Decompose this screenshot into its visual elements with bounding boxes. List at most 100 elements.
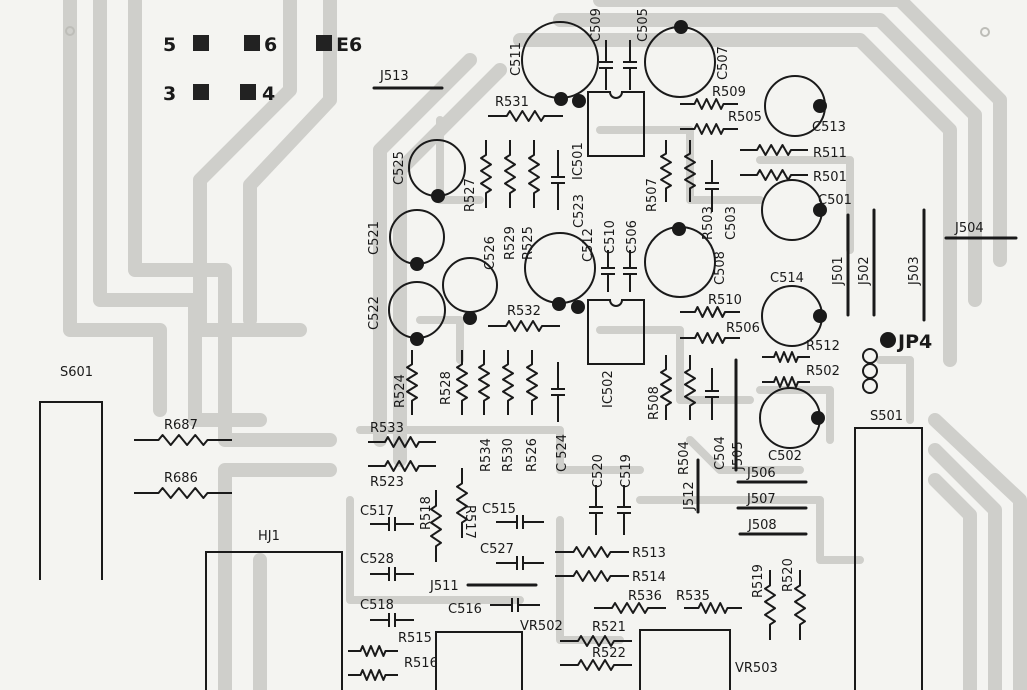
ceramic-cap-c505 [623, 40, 637, 90]
label-j505: J505 [731, 441, 746, 471]
pad-label-5: 5 [163, 34, 176, 56]
label-j501: J501 [831, 256, 846, 286]
trace [513, 33, 957, 367]
ceramic-cap-c506 [623, 250, 637, 292]
trace [596, 326, 754, 404]
polarity-dot [463, 311, 477, 325]
label-c520: C520 [591, 454, 606, 488]
resistor-r502 [762, 376, 810, 388]
pad-label-6: 6 [264, 34, 277, 56]
label-j502: J502 [857, 256, 872, 286]
label-r508: R508 [647, 386, 662, 420]
label-r523: R523 [370, 475, 404, 490]
polarity-dot [674, 20, 688, 34]
label-r533: R533 [370, 421, 404, 436]
mounting-holes [65, 26, 990, 37]
label-c523: C523 [572, 194, 587, 228]
label-r526: R526 [525, 438, 540, 472]
trace [346, 496, 524, 604]
trace [928, 443, 1002, 690]
pad-label-3: 3 [163, 83, 176, 105]
label-r534: R534 [479, 438, 494, 472]
label-r522: R522 [592, 646, 626, 661]
trace [373, 53, 477, 447]
ceramic-cap-c520 [589, 485, 603, 535]
ceramic-cap-c528 [370, 567, 414, 581]
ceramic-cap-c516 [490, 598, 540, 612]
resistor-r527 [480, 140, 492, 208]
label-r525: R525 [521, 226, 536, 260]
label-j513: J513 [379, 69, 409, 84]
label-c525: C525 [392, 151, 407, 185]
jp4-pad [880, 332, 896, 348]
polarity-dot [552, 297, 566, 311]
ceramic-cap-c523 [551, 150, 565, 210]
label-j511: J511 [429, 579, 459, 594]
s601-outline [39, 401, 103, 580]
label-r519: R519 [751, 564, 766, 598]
resistor-symbols [134, 98, 810, 681]
label-c513: C513 [812, 120, 846, 135]
vr502-outline [435, 631, 523, 690]
label-r531: R531 [495, 95, 529, 110]
resistor-r687 [134, 434, 232, 446]
polarity-dot [672, 222, 686, 236]
label-vr503: VR503 [735, 661, 778, 676]
pad-markers [193, 35, 332, 100]
resistor-r519 [764, 570, 776, 640]
resistor-r517 [456, 468, 468, 538]
ic501-outline [587, 91, 645, 157]
ceramic-cap-c509 [599, 40, 613, 90]
pad-square [316, 35, 332, 51]
s501-outline [854, 427, 923, 690]
label-c519: C519 [619, 454, 634, 488]
resistor-r686 [134, 487, 232, 499]
label-c503: C503 [724, 206, 739, 240]
label-jp4: JP4 [896, 331, 932, 353]
ic502-outline [587, 299, 645, 365]
label-r536: R536 [628, 589, 662, 604]
resistor-r515 [348, 645, 398, 657]
trace [756, 156, 854, 254]
label-r524: R524 [393, 374, 408, 408]
label-c514: C514 [770, 271, 804, 286]
label-c501: C501 [818, 193, 852, 208]
ceramic-cap-c504 [705, 368, 719, 420]
trace [928, 473, 977, 690]
ceramic-cap-c510 [601, 250, 615, 292]
trace [596, 126, 764, 204]
label-r520: R520 [781, 558, 796, 592]
trace [393, 63, 507, 467]
label-c512: C512 [581, 228, 596, 262]
resistor-r503 [684, 140, 696, 202]
pad-square [193, 84, 209, 100]
polarity-dot [410, 332, 424, 346]
resistor-r524 [406, 350, 418, 415]
ceramic-cap-c519 [617, 485, 631, 535]
label-j507: J507 [746, 492, 776, 507]
label-j508: J508 [747, 518, 777, 533]
polarity-dot [813, 203, 827, 217]
trace [193, 0, 307, 337]
label-c522: C522 [367, 296, 382, 330]
resistor-r522 [560, 659, 632, 671]
polarity-dot [572, 94, 586, 108]
label-c515: C515 [482, 502, 516, 517]
label-r505: R505 [728, 110, 762, 125]
resistor-r518 [430, 490, 442, 562]
label-c527: C527 [480, 542, 514, 557]
trace [416, 316, 464, 364]
label-r504: R504 [677, 441, 692, 475]
label-j506: J506 [746, 466, 776, 481]
label-c524: C 524 [555, 434, 570, 472]
pad-square [193, 35, 209, 51]
trace [63, 0, 167, 417]
label-c521: C521 [367, 221, 382, 255]
label-r516: R516 [404, 656, 438, 671]
resistor-r501 [740, 169, 808, 181]
ceramic-capacitor-symbols [370, 40, 719, 627]
resistor-r508 [660, 355, 672, 420]
ceramic-cap-c503 [705, 160, 719, 212]
label-j504: J504 [954, 221, 984, 236]
